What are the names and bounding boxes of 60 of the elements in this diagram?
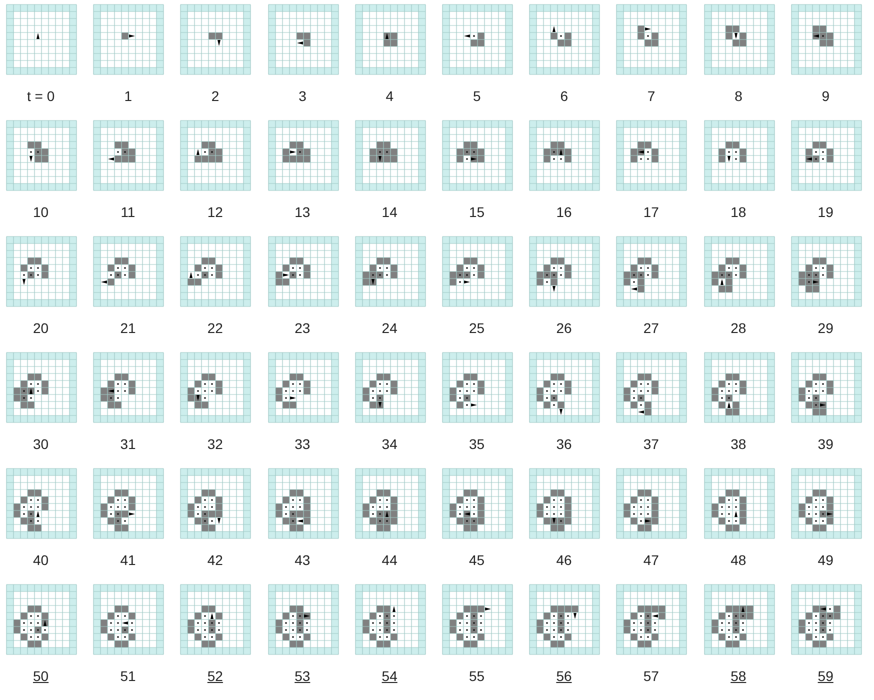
time-step-label: 38 xyxy=(730,436,746,452)
time-step-label: 25 xyxy=(469,320,485,336)
time-step-label: 4 xyxy=(386,88,394,104)
time-step-label: 6 xyxy=(560,88,568,104)
time-step-label: 29 xyxy=(818,320,834,336)
time-step-label: 5 xyxy=(473,88,481,104)
time-step-label: 16 xyxy=(556,204,572,220)
time-step-label: 21 xyxy=(120,320,136,336)
time-step-label: 24 xyxy=(382,320,398,336)
time-step-label: 3 xyxy=(298,88,306,104)
time-step-label: 15 xyxy=(469,204,485,220)
time-step-label: 48 xyxy=(730,552,746,568)
time-step-label: 30 xyxy=(33,436,49,452)
time-step-label: 51 xyxy=(120,668,136,684)
time-step-label: 35 xyxy=(469,436,485,452)
time-step-label: 1 xyxy=(124,88,132,104)
time-step-label: 33 xyxy=(294,436,310,452)
time-step-label: 32 xyxy=(207,436,223,452)
time-step-label: 52 xyxy=(207,668,223,684)
time-step-label: 17 xyxy=(643,204,659,220)
time-step-label: 44 xyxy=(382,552,398,568)
time-step-label: 59 xyxy=(818,668,834,684)
time-step-label: 27 xyxy=(643,320,659,336)
time-step-label: 49 xyxy=(818,552,834,568)
time-step-label: 18 xyxy=(730,204,746,220)
time-step-label: 12 xyxy=(207,204,223,220)
time-step-label: 56 xyxy=(556,668,572,684)
time-step-label: 31 xyxy=(120,436,136,452)
time-step-label: 22 xyxy=(207,320,223,336)
time-step-label: 7 xyxy=(647,88,656,104)
time-step-label: 45 xyxy=(469,552,485,568)
time-step-label: 9 xyxy=(822,88,830,104)
time-step-label: 39 xyxy=(818,436,834,452)
time-step-label: 53 xyxy=(294,668,310,684)
time-step-label: 46 xyxy=(556,552,572,568)
time-step-label: 55 xyxy=(469,668,485,684)
time-step-label: 10 xyxy=(33,204,49,220)
time-step-label: 14 xyxy=(382,204,398,220)
time-step-label: 2 xyxy=(211,88,220,104)
time-step-label: 43 xyxy=(294,552,310,568)
time-step-label: 50 xyxy=(33,668,49,684)
time-step-label: 36 xyxy=(556,436,572,452)
time-step-label: 58 xyxy=(730,668,746,684)
time-step-label: 23 xyxy=(294,320,310,336)
time-step-label: 47 xyxy=(643,552,659,568)
time-step-label: 11 xyxy=(120,204,136,220)
time-step-label: 8 xyxy=(734,88,742,104)
time-step-label: 20 xyxy=(33,320,49,336)
time-step-label: 26 xyxy=(556,320,572,336)
time-step-label: 13 xyxy=(294,204,310,220)
time-step-label: 42 xyxy=(207,552,223,568)
time-step-label: 54 xyxy=(382,668,398,684)
time-step-label: 28 xyxy=(730,320,746,336)
time-step-label: 40 xyxy=(33,552,49,568)
time-step-label: t = 0 xyxy=(27,88,55,104)
time-step-label: 41 xyxy=(120,552,136,568)
time-step-label: 57 xyxy=(643,668,659,684)
time-step-label: 37 xyxy=(643,436,659,452)
time-step-label: 19 xyxy=(818,204,834,220)
time-step-label: 34 xyxy=(382,436,398,452)
